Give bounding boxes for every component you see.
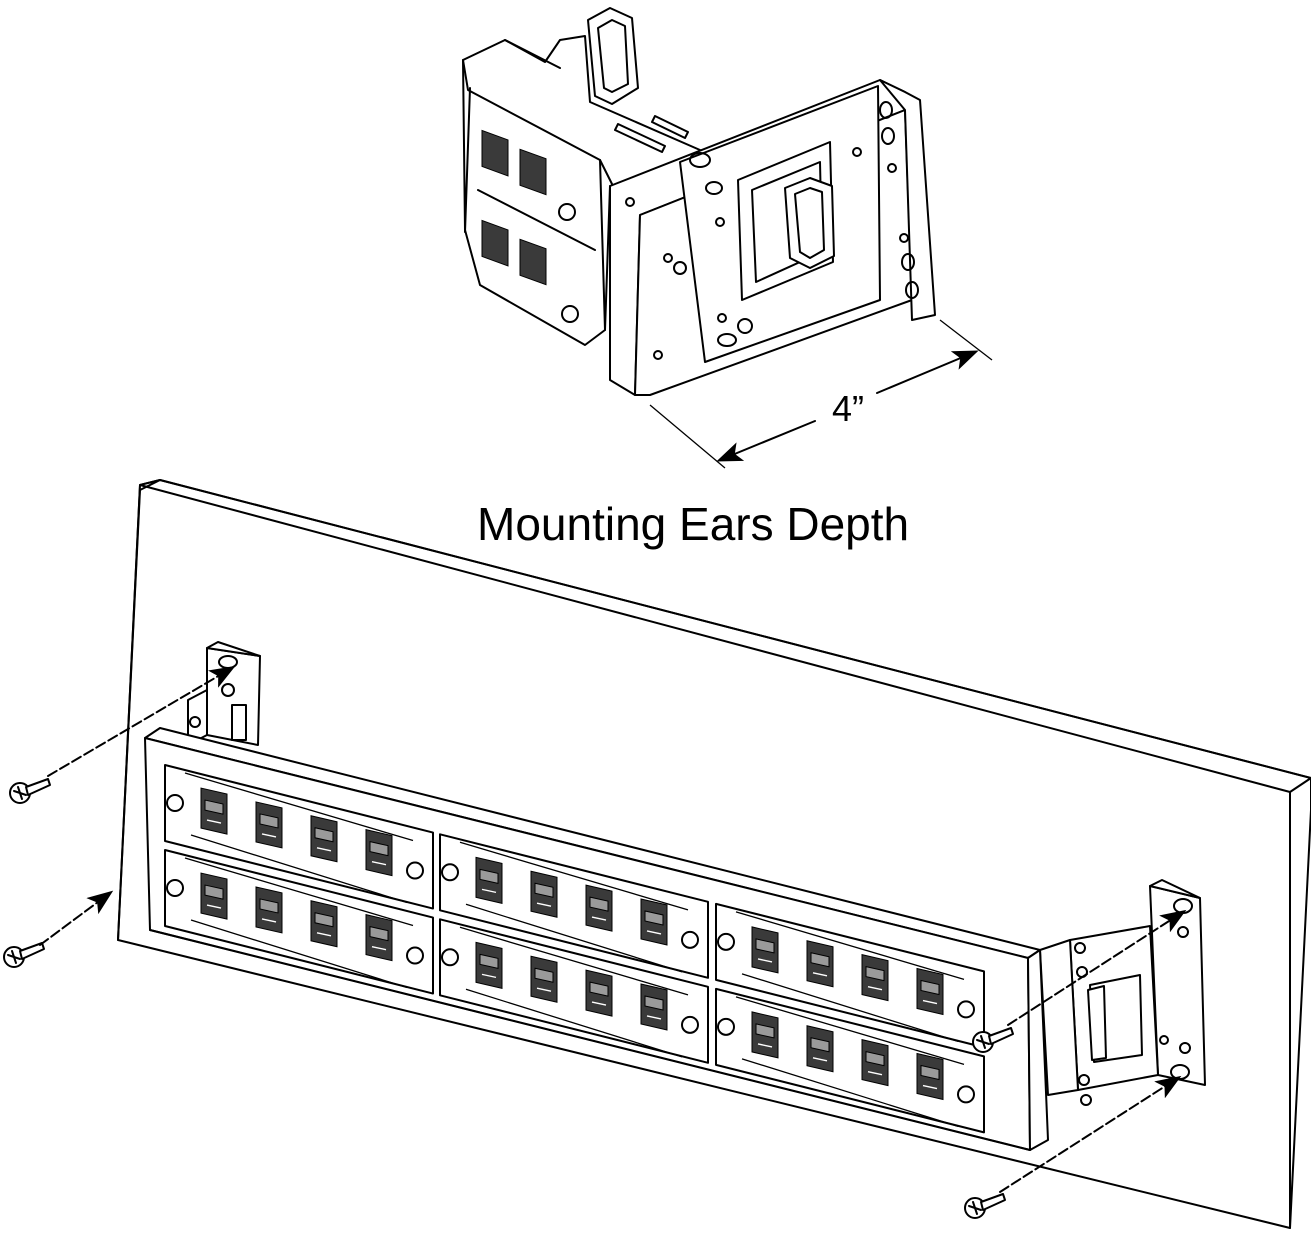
adapter-port-icon <box>916 1052 944 1101</box>
thumbscrew-icon <box>441 948 459 967</box>
adapter-port-icon <box>200 787 228 835</box>
adapter-port-icon <box>365 829 393 877</box>
screw-icon <box>3 942 45 968</box>
adapter-port-icon <box>585 969 613 1017</box>
adapter-port-icon <box>916 967 944 1016</box>
adapter-port-icon <box>806 940 834 988</box>
right-mounting-ear <box>1039 879 1206 1106</box>
cassette-grid <box>164 764 985 1134</box>
figure-title: Mounting Ears Depth <box>477 498 909 550</box>
adapter-port-icon <box>806 1025 834 1073</box>
adapter-port-icon <box>481 129 547 286</box>
fasteners <box>3 665 1187 1219</box>
thumbscrew-icon <box>441 863 459 882</box>
adapter-port-icon <box>640 898 668 946</box>
arrow-icon <box>47 665 236 777</box>
cassette <box>164 764 434 910</box>
thumbscrew-icon <box>681 930 699 949</box>
depth-dimension: 4” <box>649 319 993 469</box>
cassette <box>439 918 709 1064</box>
screw-icon <box>972 1027 1014 1053</box>
detail-view: 4” <box>462 7 993 469</box>
adapter-port-icon <box>585 884 613 932</box>
cassette <box>715 987 985 1134</box>
adapter-port-icon <box>475 941 503 990</box>
dimension-label: 4” <box>832 388 864 429</box>
cassette <box>439 833 709 979</box>
adapter-port-icon <box>255 801 283 849</box>
patch-panel <box>144 727 1049 1151</box>
adapter-port-icon <box>861 1039 889 1087</box>
thumbscrew-icon <box>957 1000 975 1019</box>
adapter-port-icon <box>310 900 338 948</box>
adapter-port-icon <box>365 914 393 962</box>
adapter-port-icon <box>530 870 558 918</box>
screw-icon <box>9 778 51 804</box>
thumbscrew-icon <box>166 794 184 812</box>
adapter-port-icon <box>751 1011 779 1059</box>
adapter-port-icon <box>200 872 228 920</box>
adapter-port-icon <box>475 856 503 905</box>
thumbscrew-icon <box>681 1015 699 1034</box>
bracket-icon <box>609 79 936 396</box>
adapter-port-icon <box>751 926 779 974</box>
adapter-port-icon <box>640 983 668 1031</box>
screw-icon <box>964 1193 1006 1219</box>
adapter-port-icon <box>861 954 889 1002</box>
adapter-port-icon <box>255 886 283 934</box>
thumbscrew-icon <box>166 879 184 897</box>
thumbscrew-icon <box>957 1085 975 1104</box>
thumbscrew-icon <box>406 861 424 880</box>
adapter-port-icon <box>530 955 558 1003</box>
thumbscrew-icon <box>717 932 735 951</box>
arrow-icon <box>1007 909 1187 1026</box>
thumbscrew-icon <box>406 946 424 965</box>
thumbscrew-icon <box>717 1017 735 1036</box>
cassette <box>164 849 434 995</box>
arrow-icon <box>39 890 114 946</box>
latch-handle-icon <box>587 7 639 105</box>
arrow-icon <box>999 1075 1182 1193</box>
cassette-module <box>462 7 713 346</box>
adapter-port-icon <box>310 815 338 863</box>
